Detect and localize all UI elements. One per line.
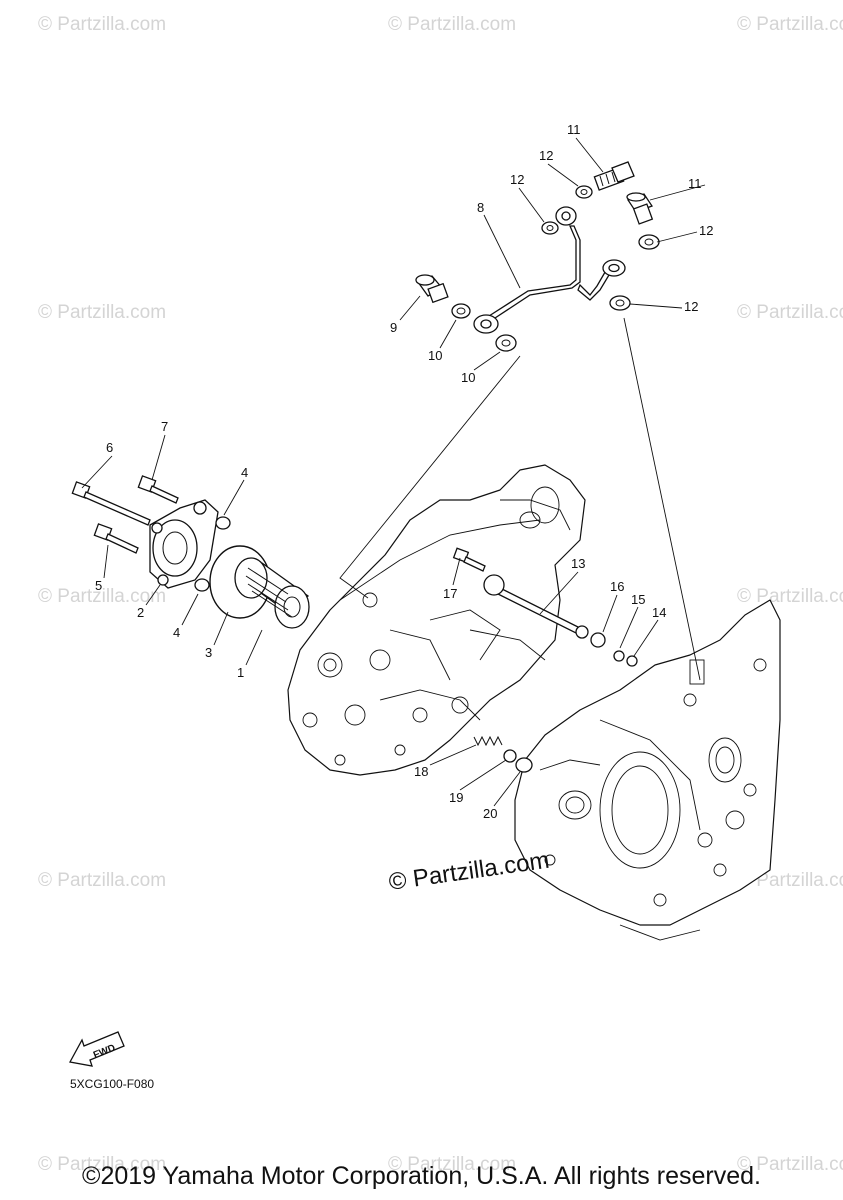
plug-20: [515, 757, 533, 773]
gasket-12d-hole: [615, 299, 625, 307]
callout-3: 3: [205, 645, 212, 660]
o-ring-14: [626, 655, 638, 667]
gasket-10b: [495, 334, 517, 352]
callout-10b: 10: [461, 370, 475, 385]
callout-4b: 4: [173, 625, 180, 640]
gasket-12a-hole: [580, 189, 588, 195]
watermark: © Partzilla.com: [737, 586, 843, 607]
bolt-5: [93, 523, 139, 554]
bolt-7: [137, 475, 179, 504]
callout-8: 8: [477, 200, 484, 215]
callout-12c: 12: [699, 223, 713, 238]
watermark: © Partzilla.com: [38, 586, 166, 607]
crankcase-right: [514, 599, 781, 941]
callout-7: 7: [161, 419, 168, 434]
ball-19: [503, 749, 517, 763]
callout-12a: 12: [539, 148, 553, 163]
watermark: © Partzilla.com: [388, 1154, 516, 1175]
watermark: © Partzilla.com: [737, 870, 843, 891]
callout-15: 15: [631, 592, 645, 607]
callout-16: 16: [610, 579, 624, 594]
gasket-10b-hole: [501, 339, 511, 347]
watermark: © Partzilla.com: [38, 302, 166, 323]
gasket-12c: [638, 234, 660, 250]
callout-2: 2: [137, 605, 144, 620]
gasket-10a: [451, 303, 471, 319]
union-bolt-9: [415, 274, 449, 304]
callout-18: 18: [414, 764, 428, 779]
o-ring-15: [613, 650, 625, 662]
watermark: © Partzilla.com: [388, 14, 516, 35]
o-ring-4a: [215, 516, 231, 530]
oil-filter-element: [234, 557, 310, 629]
callout-6: 6: [106, 440, 113, 455]
bolt-17: [452, 547, 486, 572]
callout-17: 17: [443, 586, 457, 601]
callout-labels: 1 2 3 4 4 5 6 7 8 9 10 10 11 11 12 12 12…: [95, 122, 713, 821]
watermark: © Partzilla.com: [737, 1154, 843, 1175]
o-ring-16: [590, 632, 606, 648]
callout-11b: 11: [688, 176, 702, 191]
main-watermark: © Partzilla.com: [387, 847, 551, 896]
o-ring-4b: [194, 578, 210, 592]
oil-filter-cover: [149, 499, 219, 589]
gasket-12b-hole: [546, 225, 554, 231]
callout-19: 19: [449, 790, 463, 805]
bolt-6: [71, 481, 151, 526]
callout-9: 9: [390, 320, 397, 335]
spring-18: [473, 735, 503, 747]
callout-5: 5: [95, 578, 102, 593]
union-bolt-11a: [593, 161, 635, 191]
watermark: © Partzilla.com: [737, 302, 843, 323]
watermark: © Partzilla.com: [737, 14, 843, 35]
gasket-12b: [541, 221, 559, 235]
union-bolt-11b: [626, 192, 654, 225]
crankcase-left: [287, 464, 586, 776]
guide-line-pipe-right: [623, 317, 701, 681]
watermark: © Partzilla.com: [38, 870, 166, 891]
copyright-notice: ©2019 Yamaha Motor Corporation, U.S.A. A…: [82, 1162, 761, 1190]
callout-13: 13: [571, 556, 585, 571]
callout-11a: 11: [567, 122, 581, 137]
watermark: © Partzilla.com: [38, 14, 166, 35]
callout-20: 20: [483, 806, 497, 821]
watermark: © Partzilla.com: [38, 1154, 166, 1175]
gasket-10a-hole: [456, 307, 466, 315]
oil-pipe-13: [483, 574, 589, 639]
gasket-12d: [609, 295, 631, 311]
callout-12b: 12: [510, 172, 524, 187]
gasket-12c-hole: [644, 238, 654, 246]
callout-14: 14: [652, 605, 666, 620]
diagram-code: 5XCG100-F080: [70, 1077, 154, 1091]
fwd-arrow-icon: FWD: [68, 1031, 125, 1067]
callout-12d: 12: [684, 299, 698, 314]
callout-4a: 4: [241, 465, 248, 480]
callout-10a: 10: [428, 348, 442, 363]
gasket-12a: [575, 185, 593, 199]
guide-line-pipe-left: [339, 355, 521, 599]
callout-leaders: [81, 137, 706, 807]
callout-1: 1: [237, 665, 244, 680]
oil-delivery-pipe: [473, 206, 626, 334]
